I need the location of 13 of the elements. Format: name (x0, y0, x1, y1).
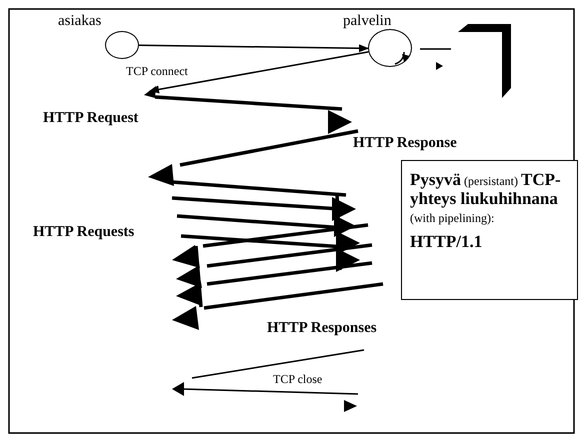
message-label: HTTP Requests (33, 224, 134, 241)
node-label: palvelin (343, 13, 392, 30)
node-label: asiakas (58, 13, 102, 30)
message-label: HTTP Response (353, 135, 457, 152)
message-label: HTTP Responses (267, 320, 377, 337)
note-heading: HTTP/1.1 (410, 233, 484, 251)
message-label: HTTP Request (43, 110, 138, 127)
note-box (401, 160, 578, 300)
arrow (149, 51, 369, 94)
node-circle (368, 29, 412, 67)
arrow (138, 44, 369, 52)
node-circle (105, 31, 139, 59)
note-text: Pysyvä (persistant) TCP-yhteys liukuhihnana (with pipelining): (410, 171, 562, 227)
